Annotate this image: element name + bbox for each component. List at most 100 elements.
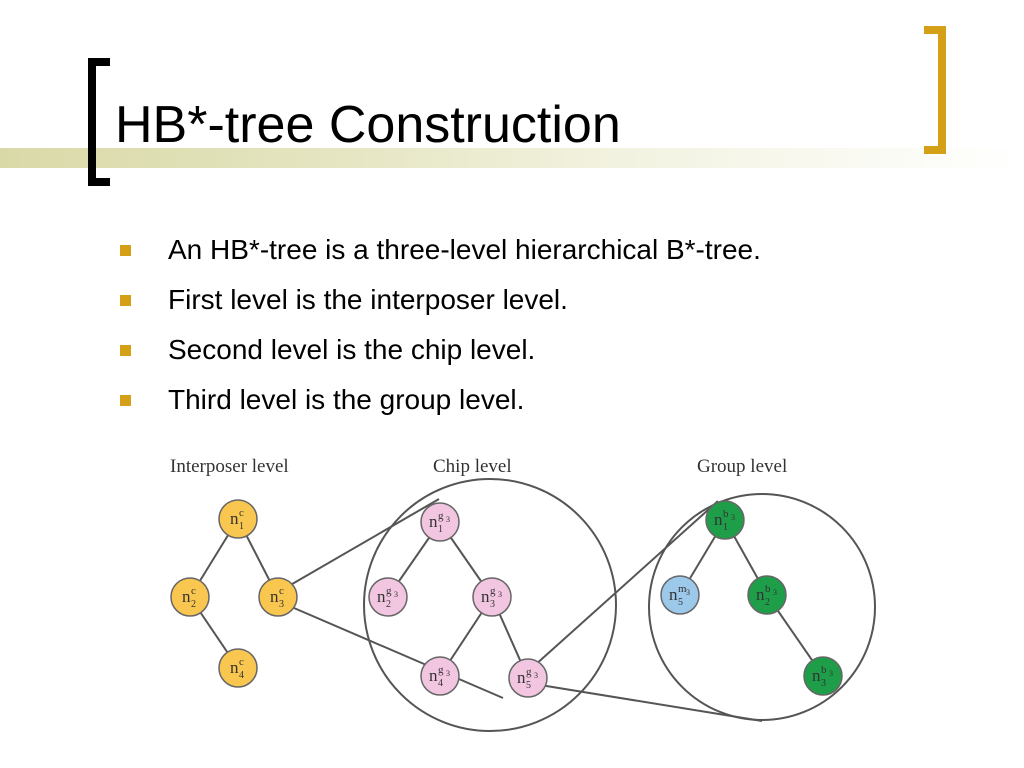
g5-expansion-line-bottom <box>533 683 763 722</box>
node-circle <box>472 577 512 617</box>
c3-expansion-line-bottom <box>286 604 504 699</box>
node-circle <box>420 656 460 696</box>
node-label-subscript: 3 <box>279 599 284 610</box>
bullet-text: First level is the interposer level. <box>168 284 568 315</box>
node-label-subscript: 4 <box>239 670 244 681</box>
node-label-subscript: 5 <box>678 597 683 608</box>
interposer-level-label: Interposer level <box>170 456 289 477</box>
node-label: n <box>270 587 279 606</box>
g5-expansion-line-top <box>533 500 719 667</box>
group-level-label: Group level <box>697 456 787 477</box>
title-accent-bar <box>0 148 1024 168</box>
node-label: n <box>182 587 191 606</box>
node-label-subscript: 2 <box>386 599 391 610</box>
node-label-superscript: c <box>239 656 244 668</box>
node-label-superscript: b <box>821 664 827 676</box>
node-label-superscript: g <box>438 664 444 676</box>
bullet-text: Second level is the chip level. <box>168 334 536 365</box>
node-label-superscript-index: 3 <box>731 513 735 522</box>
node-label-superscript: g <box>438 510 444 522</box>
node-label: n <box>669 585 678 604</box>
node-label-superscript-index: 3 <box>394 590 398 599</box>
node-label-subscript: 5 <box>526 680 531 691</box>
square-bullet-icon <box>120 245 131 256</box>
node-label-subscript: 3 <box>821 678 826 689</box>
node-label-superscript: g <box>526 666 532 678</box>
node-label-superscript: g <box>386 585 392 597</box>
node-label-superscript: g <box>490 585 496 597</box>
node-label: n <box>429 512 438 531</box>
bullet-item: Second level is the chip level. <box>118 325 761 375</box>
bullet-item: Third level is the group level. <box>118 375 761 425</box>
node-label-superscript-index: 3 <box>498 590 502 599</box>
node-circle <box>218 648 258 688</box>
node-circle <box>803 656 843 696</box>
node-label-superscript-index: 3 <box>773 588 777 597</box>
node-label: n <box>517 668 526 687</box>
hb-tree-diagram: Interposer level Chip level Group level … <box>170 456 876 732</box>
node-circle <box>705 500 745 540</box>
node-label-subscript: 1 <box>239 521 244 532</box>
node-label-superscript: c <box>239 507 244 519</box>
node-label: n <box>429 666 438 685</box>
node-label-subscript: 3 <box>490 599 495 610</box>
node-label: n <box>230 509 239 528</box>
node-circle <box>258 577 298 617</box>
chip-level-label: Chip level <box>433 456 512 477</box>
node-label: n <box>230 658 239 677</box>
node-label: n <box>714 510 723 529</box>
node-label-superscript-index: 3 <box>446 515 450 524</box>
node-label-superscript-index: 3 <box>686 588 690 597</box>
c3-expansion-line-top <box>286 498 440 588</box>
node-label-superscript: b <box>723 508 729 520</box>
node-circle <box>218 499 258 539</box>
node-circle <box>368 577 408 617</box>
slide-title: HB*-tree Construction <box>115 96 621 154</box>
node-circle <box>420 502 460 542</box>
node-label-superscript-index: 3 <box>829 669 833 678</box>
left-bracket-decoration <box>88 58 110 186</box>
node-label-superscript: b <box>765 583 771 595</box>
node-circle <box>747 575 787 615</box>
bullet-text: An HB*-tree is a three-level hierarchica… <box>168 234 761 265</box>
square-bullet-icon <box>120 345 131 356</box>
bullet-list: An HB*-tree is a three-level hierarchica… <box>118 225 761 425</box>
square-bullet-icon <box>120 295 131 306</box>
node-label-subscript: 2 <box>191 599 196 610</box>
square-bullet-icon <box>120 395 131 406</box>
node-circle <box>660 575 700 615</box>
node-label: n <box>812 666 821 685</box>
bullet-item: An HB*-tree is a three-level hierarchica… <box>118 225 761 275</box>
node-label-superscript-index: 3 <box>446 669 450 678</box>
node-label-superscript-index: 3 <box>534 671 538 680</box>
node-circle <box>170 577 210 617</box>
node-label: n <box>481 587 490 606</box>
bullet-item: First level is the interposer level. <box>118 275 761 325</box>
node-label: n <box>377 587 386 606</box>
node-label-superscript: c <box>279 585 284 597</box>
node-label-subscript: 4 <box>438 678 443 689</box>
node-label-superscript: c <box>191 585 196 597</box>
node-label-subscript: 1 <box>723 522 728 533</box>
node-label-subscript: 2 <box>765 597 770 608</box>
chip-level-boundary <box>363 478 617 732</box>
node-label: n <box>756 585 765 604</box>
node-circle <box>508 658 548 698</box>
node-label-subscript: 1 <box>438 524 443 535</box>
right-bracket-decoration <box>924 26 946 154</box>
node-label-superscript: m <box>678 583 687 595</box>
